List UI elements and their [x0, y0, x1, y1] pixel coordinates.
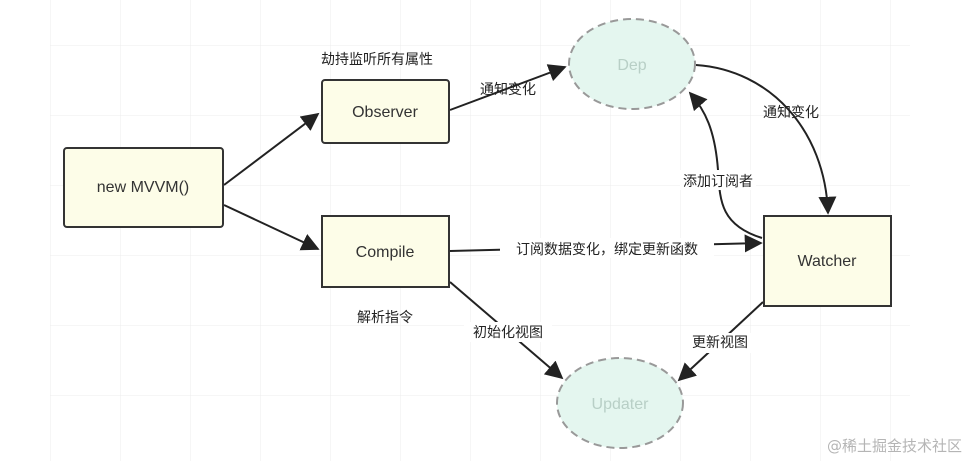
node-observer-label: Observer — [352, 104, 418, 121]
label-subscribe: 订阅数据变化，绑定更新函数 — [516, 242, 698, 258]
node-mvvm-label: new MVVM() — [97, 179, 189, 196]
node-mvvm: new MVVM() — [63, 147, 224, 228]
node-updater: Updater — [556, 357, 684, 449]
label-bg — [500, 238, 714, 258]
label-add-subscriber: 添加订阅者 — [683, 174, 753, 190]
watermark: @稀土掘金技术社区 — [827, 437, 962, 455]
edge-mvvm-observer — [223, 112, 320, 186]
edge-observer-dep — [449, 64, 567, 111]
edge-mvvm-compile — [223, 204, 320, 251]
label-hijack: 劫持监听所有属性 — [321, 52, 433, 68]
node-observer: Observer — [321, 79, 450, 144]
label-bg — [464, 322, 552, 342]
label-update-view: 更新视图 — [692, 335, 748, 351]
label-bg — [680, 170, 756, 190]
node-dep: Dep — [568, 18, 696, 110]
label-notify-dep-watcher: 通知变化 — [763, 104, 819, 121]
node-compile: Compile — [321, 215, 450, 288]
node-watcher-label: Watcher — [798, 253, 858, 270]
node-watcher: Watcher — [763, 215, 892, 307]
edge-dep-watcher — [695, 64, 837, 215]
node-dep-label: Dep — [617, 57, 646, 74]
label-bg — [686, 333, 754, 353]
label-parse: 解析指令 — [357, 310, 413, 326]
label-init-view: 初始化视图 — [473, 324, 543, 341]
label-notify-observer-dep: 通知变化 — [480, 81, 536, 98]
node-compile-label: Compile — [356, 244, 415, 261]
node-updater-label: Updater — [592, 396, 650, 413]
